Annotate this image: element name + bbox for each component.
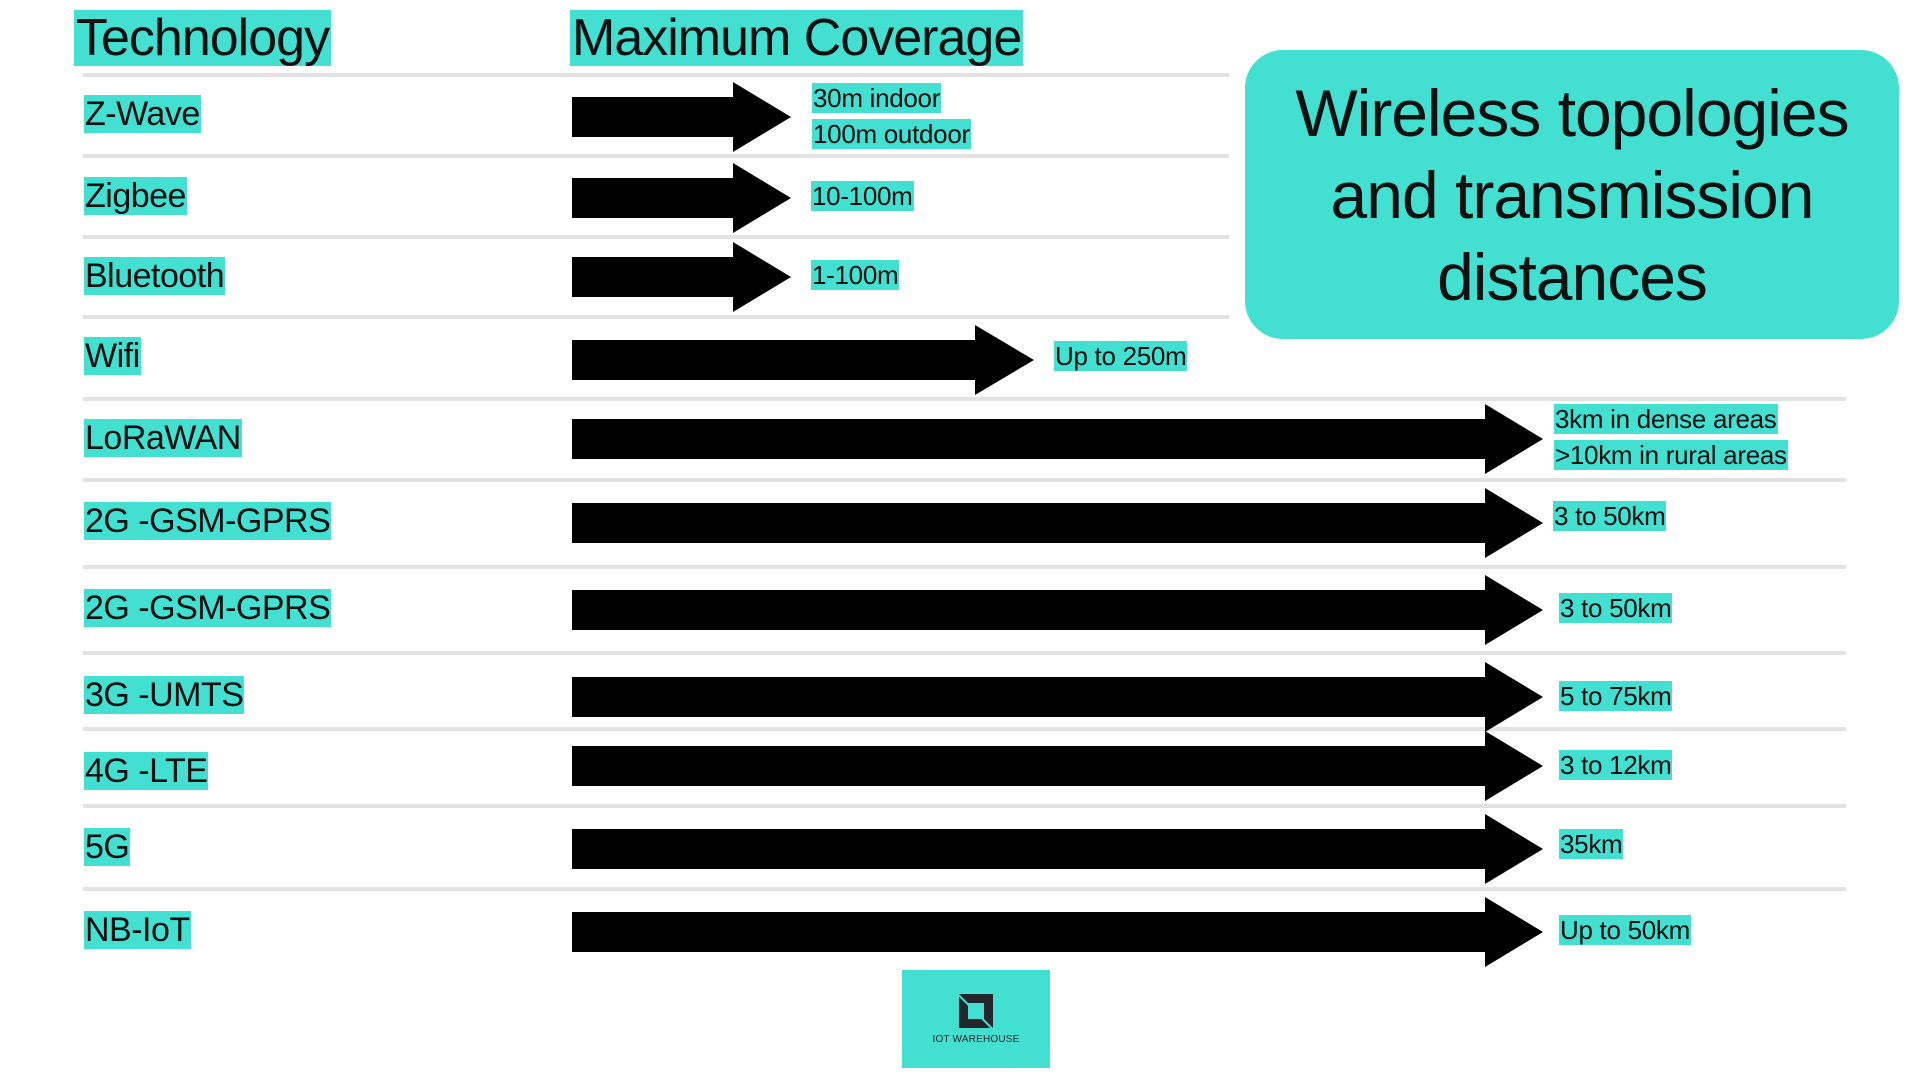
coverage-value-5g: 35km <box>1559 829 1624 859</box>
row-divider <box>83 727 1846 731</box>
row-divider <box>83 804 1846 808</box>
tech-label-wifi: Wifi <box>84 337 141 375</box>
row-divider <box>83 887 1846 891</box>
coverage-value-zigbee: 10-100m <box>811 181 914 211</box>
tech-label-3g: 3G -UMTS <box>84 676 245 714</box>
page-title: Wireless topologies and transmission dis… <box>1295 75 1849 314</box>
header-technology: Technology <box>74 9 332 67</box>
row-divider <box>83 235 1229 239</box>
tech-label-lorawan: LoRaWAN <box>84 419 242 457</box>
coverage-value-2g-b: 3 to 50km <box>1559 593 1673 623</box>
row-divider <box>83 651 1846 655</box>
row-divider <box>83 478 1846 482</box>
coverage-value-bluetooth: 1-100m <box>811 260 900 290</box>
row-divider <box>83 73 1229 77</box>
arrow-icon-2g-a <box>572 488 1544 558</box>
square-frame-icon <box>959 993 993 1028</box>
tech-label-bluetooth: Bluetooth <box>84 257 226 295</box>
arrow-icon-zwave <box>572 82 792 152</box>
row-divider <box>83 397 1846 401</box>
arrow-icon-5g <box>572 814 1544 884</box>
coverage-value-wifi: Up to 250m <box>1054 341 1188 371</box>
row-divider <box>83 315 1229 319</box>
coverage-value-zwave: 30m indoor 100m outdoor <box>812 83 971 149</box>
coverage-value-4g: 3 to 12km <box>1559 750 1673 780</box>
arrow-icon-3g <box>572 662 1544 732</box>
logo-text: IOT WAREHOUSE <box>932 1033 1020 1045</box>
tech-label-nbiot: NB-IoT <box>84 911 191 949</box>
tech-label-4g: 4G -LTE <box>84 752 209 790</box>
arrow-icon-wifi <box>572 325 1035 395</box>
arrow-icon-zigbee <box>572 163 792 233</box>
arrow-icon-lorawan <box>572 404 1544 474</box>
coverage-value-3g: 5 to 75km <box>1559 681 1673 711</box>
row-divider <box>83 154 1229 158</box>
tech-label-5g: 5G <box>84 828 131 866</box>
tech-label-zwave: Z-Wave <box>84 95 201 133</box>
tech-label-2g-a: 2G -GSM-GPRS <box>84 502 332 540</box>
tech-label-2g-b: 2G -GSM-GPRS <box>84 589 332 627</box>
brand-logo: IOT WAREHOUSE <box>902 970 1050 1068</box>
arrow-icon-2g-b <box>572 575 1544 645</box>
arrow-icon-4g <box>572 731 1544 801</box>
coverage-value-lorawan: 3km in dense areas >10km in rural areas <box>1554 404 1788 470</box>
header-maximum-coverage: Maximum Coverage <box>570 9 1024 67</box>
coverage-value-2g-a: 3 to 50km <box>1553 501 1667 531</box>
arrow-icon-bluetooth <box>572 242 792 312</box>
row-divider <box>83 565 1846 569</box>
coverage-value-nbiot: Up to 50km <box>1559 915 1691 945</box>
title-card: Wireless topologies and transmission dis… <box>1245 50 1899 339</box>
arrow-icon-nbiot <box>572 897 1544 967</box>
tech-label-zigbee: Zigbee <box>84 177 187 215</box>
